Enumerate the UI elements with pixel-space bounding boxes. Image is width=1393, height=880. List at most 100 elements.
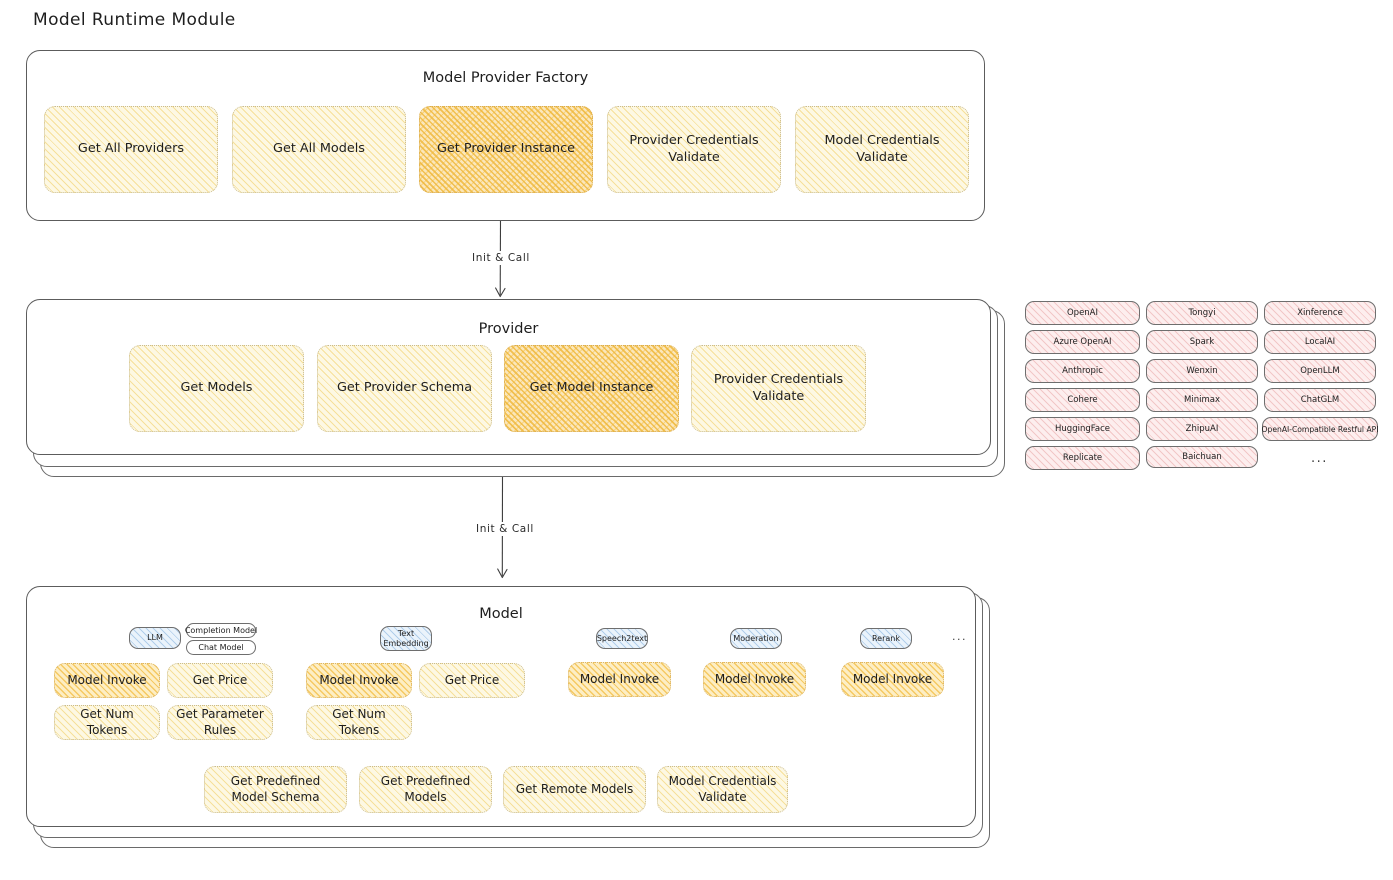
chip-label: Cohere: [1067, 395, 1098, 405]
node-moderation-model-invoke[interactable]: Model Invoke: [703, 662, 806, 697]
node-speech2text-model-invoke[interactable]: Model Invoke: [568, 662, 671, 697]
chip-label: Moderation: [733, 633, 779, 643]
node-get-provider-instance[interactable]: Get Provider Instance: [419, 106, 593, 193]
node-get-predefined-model-schema[interactable]: Get Predefined Model Schema: [204, 766, 347, 813]
node-llm-get-num-tokens[interactable]: Get Num Tokens: [54, 705, 160, 740]
chip-label: OpenAI-Compatible Restful API: [1261, 424, 1379, 434]
node-llm-get-price[interactable]: Get Price: [167, 663, 273, 698]
model-container: Model: [26, 586, 976, 827]
chip-label: Chat Model: [198, 643, 244, 652]
chip-label: ChatGLM: [1300, 395, 1340, 405]
node-llm-model-invoke[interactable]: Model Invoke: [54, 663, 160, 698]
provider-chip-tongyi[interactable]: Tongyi: [1146, 301, 1258, 325]
node-label: Get Parameter Rules: [176, 706, 264, 737]
chip-label: Completion Model: [184, 626, 258, 635]
chip-label: Anthropic: [1062, 366, 1103, 376]
provider-chip-xinference[interactable]: Xinference: [1264, 301, 1376, 325]
model-subtype-chip-completion-model[interactable]: Completion Model: [184, 623, 258, 638]
node-text-embedding-get-price[interactable]: Get Price: [419, 663, 525, 698]
node-get-predefined-models[interactable]: Get Predefined Models: [359, 766, 492, 813]
provider-chip-baichuan[interactable]: Baichuan: [1146, 446, 1258, 468]
node-label: Model Invoke: [579, 671, 660, 686]
node-rerank-model-invoke[interactable]: Model Invoke: [841, 662, 944, 697]
node-label: Get Price: [192, 672, 248, 687]
chip-label: OpenLLM: [1300, 366, 1340, 376]
provider-chip-cohere[interactable]: Cohere: [1025, 388, 1140, 412]
node-label: Get Remote Models: [515, 781, 634, 796]
node-get-provider-schema[interactable]: Get Provider Schema: [317, 345, 492, 432]
chip-label: Speech2text: [596, 633, 648, 643]
provider-chip-spark[interactable]: Spark: [1146, 330, 1258, 354]
node-label: Provider Credentials Validate: [713, 371, 844, 404]
chip-label: Wenxin: [1186, 366, 1218, 376]
model-type-chip-moderation[interactable]: Moderation: [730, 628, 782, 649]
node-label: Get All Providers: [77, 141, 185, 157]
node-label: Get Num Tokens: [332, 706, 386, 737]
provider-chip-replicate[interactable]: Replicate: [1025, 446, 1140, 470]
chip-label: Baichuan: [1182, 452, 1222, 462]
node-label: Get Provider Instance: [436, 141, 576, 157]
node-label: Model Invoke: [319, 672, 399, 687]
node-label: Model Credentials Validate: [824, 132, 940, 165]
node-get-all-models[interactable]: Get All Models: [232, 106, 406, 193]
node-label: Get Predefined Models: [380, 773, 471, 804]
chip-label: Text Embedding: [383, 628, 429, 648]
node-label: Model Invoke: [714, 671, 795, 686]
page-title: Model Runtime Module: [33, 10, 236, 30]
node-label: Model Invoke: [67, 672, 147, 687]
node-label: Get Price: [444, 672, 500, 687]
provider-chip-anthropic[interactable]: Anthropic: [1025, 359, 1140, 383]
model-type-chip-llm[interactable]: LLM: [129, 627, 181, 649]
node-model-credentials-validate[interactable]: Model Credentials Validate: [795, 106, 969, 193]
model-provider-factory-title: Model Provider Factory: [422, 70, 589, 86]
provider-chip-openai-compatible-restful-api[interactable]: OpenAI-Compatible Restful API: [1262, 417, 1378, 441]
model-type-chip-text-embedding[interactable]: Text Embedding: [380, 626, 432, 651]
model-type-chip-rerank[interactable]: Rerank: [860, 628, 912, 649]
chip-label: Replicate: [1062, 453, 1103, 463]
model-type-chip-speech2text[interactable]: Speech2text: [596, 628, 648, 649]
node-text-embedding-get-num-tokens[interactable]: Get Num Tokens: [306, 705, 412, 740]
provider-chip-azure-openai[interactable]: Azure OpenAI: [1025, 330, 1140, 354]
node-label: Get Model Instance: [529, 380, 654, 396]
node-label: Get All Models: [273, 141, 365, 157]
node-model-credentials-validate-2[interactable]: Model Credentials Validate: [657, 766, 788, 813]
node-get-all-providers[interactable]: Get All Providers: [44, 106, 218, 193]
chip-label: HuggingFace: [1055, 424, 1110, 434]
node-llm-get-parameter-rules[interactable]: Get Parameter Rules: [167, 705, 273, 740]
chip-label: Rerank: [871, 633, 900, 643]
node-provider-credentials-validate-2[interactable]: Provider Credentials Validate: [691, 345, 866, 432]
node-label: Get Models: [180, 380, 253, 396]
node-label: Get Num Tokens: [80, 706, 134, 737]
chip-label: Azure OpenAI: [1053, 337, 1112, 347]
arrow-label-init-and-call-1: Init & Call: [468, 251, 534, 265]
provider-chip-chatglm[interactable]: ChatGLM: [1264, 388, 1376, 412]
chip-label: Tongyi: [1188, 308, 1216, 318]
model-subtype-chip-chat-model[interactable]: Chat Model: [186, 640, 256, 655]
chip-label: LocalAI: [1304, 337, 1336, 347]
provider-chip-huggingface[interactable]: HuggingFace: [1025, 417, 1140, 441]
node-label: Provider Credentials Validate: [629, 132, 759, 165]
node-text-embedding-model-invoke[interactable]: Model Invoke: [306, 663, 412, 698]
provider-list-more-ellipsis: ...: [1311, 451, 1328, 466]
node-get-model-instance[interactable]: Get Model Instance: [504, 345, 679, 432]
node-get-models[interactable]: Get Models: [129, 345, 304, 432]
provider-chip-zhipuai[interactable]: ZhipuAI: [1146, 417, 1258, 441]
provider-chip-wenxin[interactable]: Wenxin: [1146, 359, 1258, 383]
provider-chip-openai[interactable]: OpenAI: [1025, 301, 1140, 325]
node-get-remote-models[interactable]: Get Remote Models: [503, 766, 646, 813]
provider-chip-localai[interactable]: LocalAI: [1264, 330, 1376, 354]
node-label: Get Provider Schema: [336, 380, 473, 396]
node-provider-credentials-validate[interactable]: Provider Credentials Validate: [607, 106, 781, 193]
node-label: Get Predefined Model Schema: [230, 773, 321, 804]
provider-chip-openllm[interactable]: OpenLLM: [1264, 359, 1376, 383]
chip-label: LLM: [147, 633, 163, 642]
chip-label: Minimax: [1184, 395, 1220, 405]
node-label: Model Credentials Validate: [668, 773, 777, 804]
arrow-label-init-and-call-2: Init & Call: [472, 522, 538, 536]
chip-label: OpenAI: [1066, 308, 1099, 318]
node-label: Model Invoke: [852, 671, 933, 686]
provider-title: Provider: [478, 321, 539, 337]
model-title: Model: [479, 606, 523, 622]
provider-chip-minimax[interactable]: Minimax: [1146, 388, 1258, 412]
model-types-more-ellipsis: ...: [952, 630, 967, 643]
